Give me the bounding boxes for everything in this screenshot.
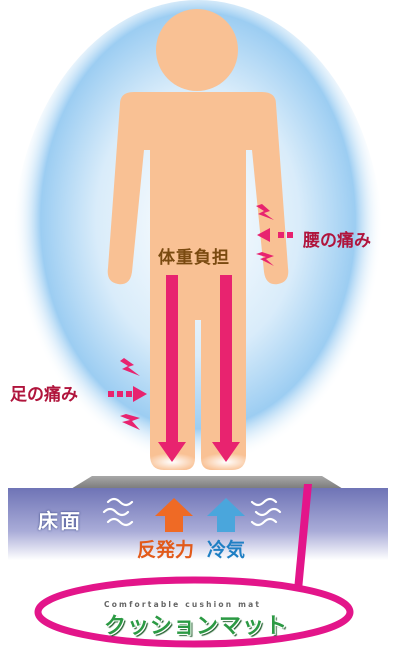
lightning-icon xyxy=(256,252,274,266)
load-arrows xyxy=(158,275,240,462)
lightning-icon xyxy=(120,358,140,376)
highlight-ring xyxy=(34,576,354,648)
callout-pointer xyxy=(294,484,312,590)
wind-icon xyxy=(102,497,134,527)
label-floor: 床面 xyxy=(38,509,82,533)
label-cushion-mat: クッションマット xyxy=(104,614,289,639)
label-body-weight-load: 体重負担 xyxy=(158,248,230,268)
waist-pain-indicator xyxy=(256,204,293,266)
cool-up-arrow-icon xyxy=(207,498,245,532)
label-cold-air: 冷気 xyxy=(207,539,246,561)
down-arrow-right-icon xyxy=(212,275,240,462)
lightning-icon xyxy=(120,414,140,430)
lightning-icon xyxy=(256,204,274,220)
foot-pain-indicator xyxy=(108,358,147,430)
rebound-up-arrow-icon xyxy=(155,498,193,532)
label-rebound-force: 反発力 xyxy=(137,539,195,561)
floor-surface xyxy=(8,488,388,560)
label-waist-pain: 腰の痛み xyxy=(303,231,371,251)
down-arrow-left-icon xyxy=(158,275,186,462)
label-mat-subtitle: Comfortable cushion mat xyxy=(104,600,262,609)
wind-icon xyxy=(250,497,282,527)
label-foot-pain: 足の痛み xyxy=(10,385,78,405)
